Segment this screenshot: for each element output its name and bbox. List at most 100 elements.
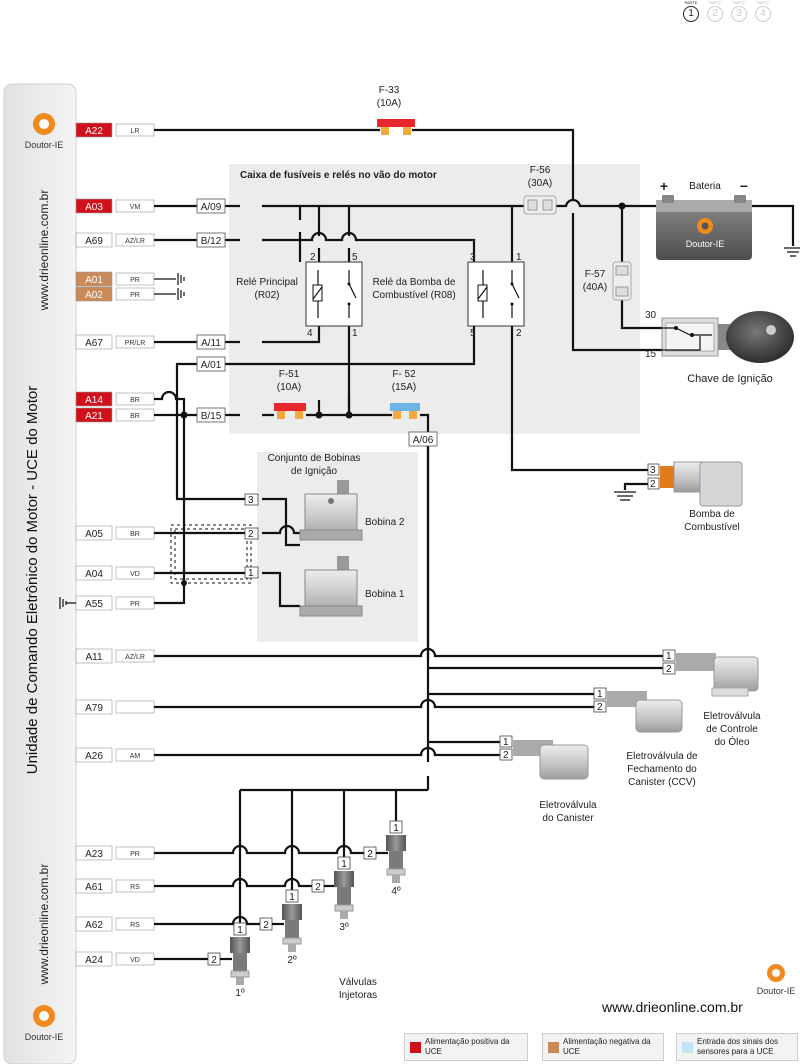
ecu-pin-a79: A79 [75,699,155,715]
fuse-box-title: Caixa de fusíveis e relés no vão do moto… [240,170,437,181]
svg-text:do Óleo: do Óleo [714,735,749,748]
wire-color: PR [130,292,140,299]
svg-text:(30A): (30A) [528,178,552,189]
part-number: 4 [755,6,771,22]
pin-code: A01 [85,275,103,286]
ignition-switch: 30 15 Chave de Ignição [645,310,794,385]
injectors-label-2: Injetoras [339,990,377,1001]
wire-color: AZ/LR [125,238,145,245]
svg-text:5: 5 [470,328,476,339]
connector-b-15: B/15 [196,407,226,423]
ignition-coils: Conjunto de Bobinas de Ignição Bobina 2 … [244,453,405,617]
part-label: PARTE [756,0,770,5]
svg-text:2: 2 [315,882,321,893]
wire-color: AM [130,753,141,760]
svg-text:2: 2 [211,955,217,966]
svg-text:A/06: A/06 [413,435,434,446]
svg-text:(40A): (40A) [583,282,607,293]
valve-oil-control: 1 2 Eletroválvula de Controle do Óleo [662,649,761,748]
svg-text:1: 1 [666,651,672,662]
svg-text:2: 2 [516,328,522,339]
svg-text:A/09: A/09 [201,202,222,213]
footer-url[interactable]: www.drieonline.com.br [602,999,743,1015]
svg-text:15: 15 [645,349,657,360]
part-label: PARTE [684,0,698,5]
injector-number: 2º [287,955,297,966]
svg-text:F- 52: F- 52 [392,369,416,380]
injector-number: 4º [391,886,401,897]
pin-code: A04 [85,569,103,580]
svg-text:Bobina 2: Bobina 2 [365,517,405,528]
svg-text:4: 4 [307,328,313,339]
svg-text:Bobina 1: Bobina 1 [365,589,405,600]
svg-text:1: 1 [289,892,295,903]
svg-text:Bateria: Bateria [689,181,721,192]
wire-color: VM [130,204,141,211]
legend-signal-swatch [682,1042,693,1053]
svg-text:2: 2 [597,702,603,713]
wire-color: VD [130,957,140,964]
injector-number: 1º [235,988,245,999]
svg-text:Doutor-IE: Doutor-IE [25,1032,64,1042]
svg-text:30: 30 [645,310,657,321]
wire-color: BR [130,413,140,420]
valve-canister-closing: 1 2 Eletroválvula de Fechamento do Canis… [593,687,698,788]
legend-negative-swatch [548,1042,559,1053]
svg-text:−: − [740,178,748,194]
svg-text:Eletroválvula: Eletroválvula [703,711,761,722]
fuel-pump: 3 2 Bomba de Combustível [647,461,743,533]
pin-code: A67 [85,338,103,349]
fuse-box-area [229,164,640,434]
pin-code: A79 [85,703,103,714]
wire-color: LR [131,128,140,135]
ecu-logo-bottom: Doutor-IE [25,1005,64,1042]
wire-color: AZ/LR [125,654,145,661]
svg-text:2: 2 [310,252,316,263]
svg-text:B/15: B/15 [201,411,222,422]
ecu-pin-a22: A22 LR [75,122,155,138]
svg-text:2: 2 [503,750,509,761]
svg-text:B/12: B/12 [201,236,222,247]
part-number: 2 [707,6,723,22]
fuse-f57: F-57 (40A) [583,261,632,301]
svg-text:Doutor-IE: Doutor-IE [686,239,725,249]
part-label: PARTE [732,0,746,5]
svg-text:(10A): (10A) [277,382,301,393]
valve-canister: 1 2 Eletroválvula do Canister [499,735,597,824]
connector-b-12: B/12 [196,232,226,248]
svg-text:1: 1 [393,823,399,834]
wire-color: BR [130,397,140,404]
ecu-title: Unidade de Comando Eletrônico do Motor -… [24,385,41,775]
svg-text:5: 5 [352,252,358,263]
connector-a-11: A/11 [196,334,226,350]
svg-text:+: + [660,178,668,194]
wire-color: PR [130,851,140,858]
svg-text:2: 2 [248,529,254,540]
svg-text:Eletroválvula de: Eletroválvula de [626,751,698,762]
pin-code: A22 [85,126,103,137]
svg-text:1: 1 [237,925,243,936]
svg-text:(10A): (10A) [377,98,401,109]
svg-text:A/01: A/01 [201,360,222,371]
pin-code: A62 [85,920,103,931]
svg-text:F-56: F-56 [530,165,551,176]
pin-code: A11 [85,652,102,663]
legend-positive-swatch [410,1042,421,1053]
